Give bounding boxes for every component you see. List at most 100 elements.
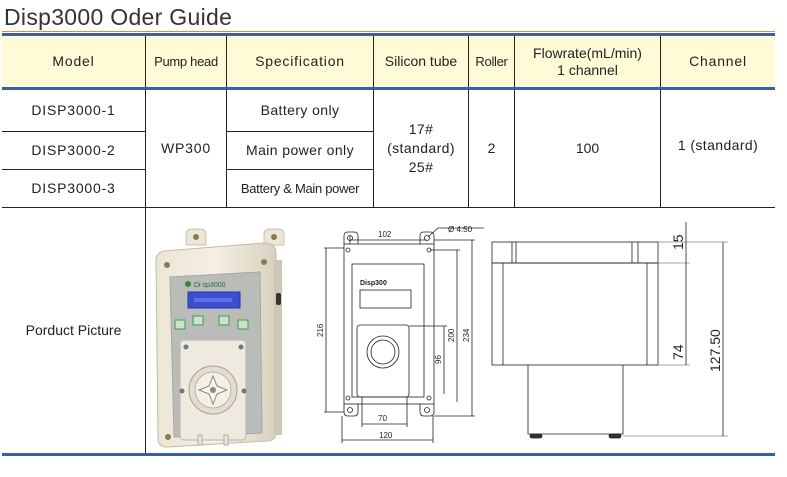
col-divider: [660, 90, 661, 207]
dim-120: 120: [379, 431, 393, 440]
col-divider: [514, 36, 515, 87]
side-foot: [608, 433, 622, 439]
screw-icon: [183, 344, 189, 350]
cell-specification: Battery only: [260, 102, 340, 118]
row-divider: [226, 131, 374, 132]
screw-icon: [193, 234, 199, 240]
dim-102: 102: [378, 230, 392, 239]
drawing-rotor-inner: [370, 339, 396, 365]
header-flowrate-line2: 1 channel: [557, 61, 618, 78]
left-arrow-button[interactable]: [192, 315, 204, 326]
drawing-hole: [347, 407, 353, 413]
logo-text: Di sp3000: [194, 282, 226, 289]
drawing-tab: [419, 231, 435, 244]
row-divider: [226, 169, 374, 170]
front-dimension-drawing: Disp300 102 Ø 4.50 70 120 216 96 200 234: [316, 225, 484, 443]
header-specification: Specification: [255, 53, 345, 69]
drawing-hole: [345, 247, 351, 253]
page-title: Disp3000 Oder Guide: [4, 4, 233, 30]
lcd-text: [194, 298, 232, 302]
pump-side: [274, 260, 282, 435]
drawing-hole: [426, 395, 432, 401]
screw-icon: [165, 434, 171, 440]
col-divider: [468, 36, 469, 87]
drawing-hole: [424, 407, 430, 413]
side-body: [491, 262, 659, 366]
silicon-tube-standard: (standard): [387, 140, 455, 156]
title-underline: [2, 31, 775, 32]
dim-200: 200: [447, 328, 456, 342]
dim-96: 96: [434, 355, 443, 364]
col-divider: [145, 90, 146, 453]
screw-icon: [261, 259, 267, 265]
screw-icon: [241, 388, 247, 394]
silicon-tube-25: 25#: [408, 159, 434, 175]
header-flowrate-line1: Flowrate(mL/min): [533, 44, 642, 61]
cell-model: DISP3000-1: [31, 102, 116, 118]
col-divider: [514, 90, 515, 207]
row-divider: [2, 207, 775, 208]
drawing-pump-head: [356, 324, 410, 398]
rotor-hub: [210, 387, 216, 393]
row-divider: [2, 169, 146, 170]
drawing-label: Disp300: [360, 280, 387, 287]
cell-channel: 1 (standard): [677, 136, 759, 153]
drawing-body-outline: [343, 243, 435, 405]
col-divider: [226, 36, 227, 87]
col-divider: [226, 90, 227, 207]
drawing-tab: [343, 231, 359, 244]
header-roller: Roller: [475, 54, 508, 69]
product-photo: Di sp3000: [155, 228, 285, 448]
header-channel: Channel: [689, 53, 747, 69]
right-arrow-button[interactable]: [218, 315, 230, 326]
side-dimension-drawing: 15 74 127.50: [491, 222, 728, 439]
header-model: Model: [52, 53, 95, 69]
header-silicon-tube: Silicon tube: [384, 53, 458, 69]
logo-icon: [185, 281, 191, 287]
table-bottom-rule: [2, 453, 775, 456]
drawing-tab: [419, 404, 435, 417]
drawing-lcd: [359, 289, 412, 309]
header-flowrate: Flowrate(mL/min) 1 channel: [515, 36, 660, 87]
cell-silicon-tube: 17# (standard) 25#: [374, 90, 468, 207]
cell-flowrate: 100: [575, 140, 600, 156]
tube-fitting: [223, 434, 229, 446]
cell-specification: Main power only: [246, 142, 354, 158]
side-foot: [529, 433, 543, 439]
dim-hole: Ø 4.50: [448, 225, 473, 234]
row-divider: [2, 131, 146, 132]
tube-fitting: [197, 434, 203, 446]
drawing-hole: [424, 235, 430, 241]
connector-port: [276, 293, 281, 305]
cell-roller: 2: [487, 140, 496, 156]
enter-button[interactable]: [237, 319, 249, 330]
cell-pump-head: WP300: [161, 140, 211, 156]
dim-leader: [427, 227, 484, 238]
drawing-tab: [343, 404, 359, 417]
screw-icon: [179, 388, 185, 394]
col-divider: [373, 90, 374, 207]
header-pump-head: Pump head: [154, 54, 218, 69]
table-top-rule: [2, 33, 775, 36]
cell-model: DISP3000-3: [31, 180, 116, 196]
screw-icon: [271, 234, 277, 240]
col-divider: [660, 36, 661, 87]
side-top-band: [491, 241, 659, 264]
dim-234: 234: [462, 328, 471, 342]
silicon-tube-17: 17#: [408, 121, 434, 137]
screw-icon: [238, 344, 244, 350]
table-header-background: [2, 35, 775, 88]
dim-74: 74: [670, 344, 686, 360]
screw-icon: [164, 262, 170, 268]
product-picture-label: Porduct Picture: [25, 322, 122, 338]
col-divider: [145, 36, 146, 87]
table-header-rule: [2, 87, 775, 90]
drawing-rotor: [366, 335, 400, 369]
col-divider: [373, 36, 374, 87]
drawing-hole: [345, 395, 351, 401]
exit-button[interactable]: [174, 319, 186, 330]
cell-specification: Battery & Main power: [240, 181, 360, 196]
side-pump-head: [527, 365, 624, 435]
col-divider: [468, 90, 469, 207]
dim-15: 15: [670, 234, 686, 250]
